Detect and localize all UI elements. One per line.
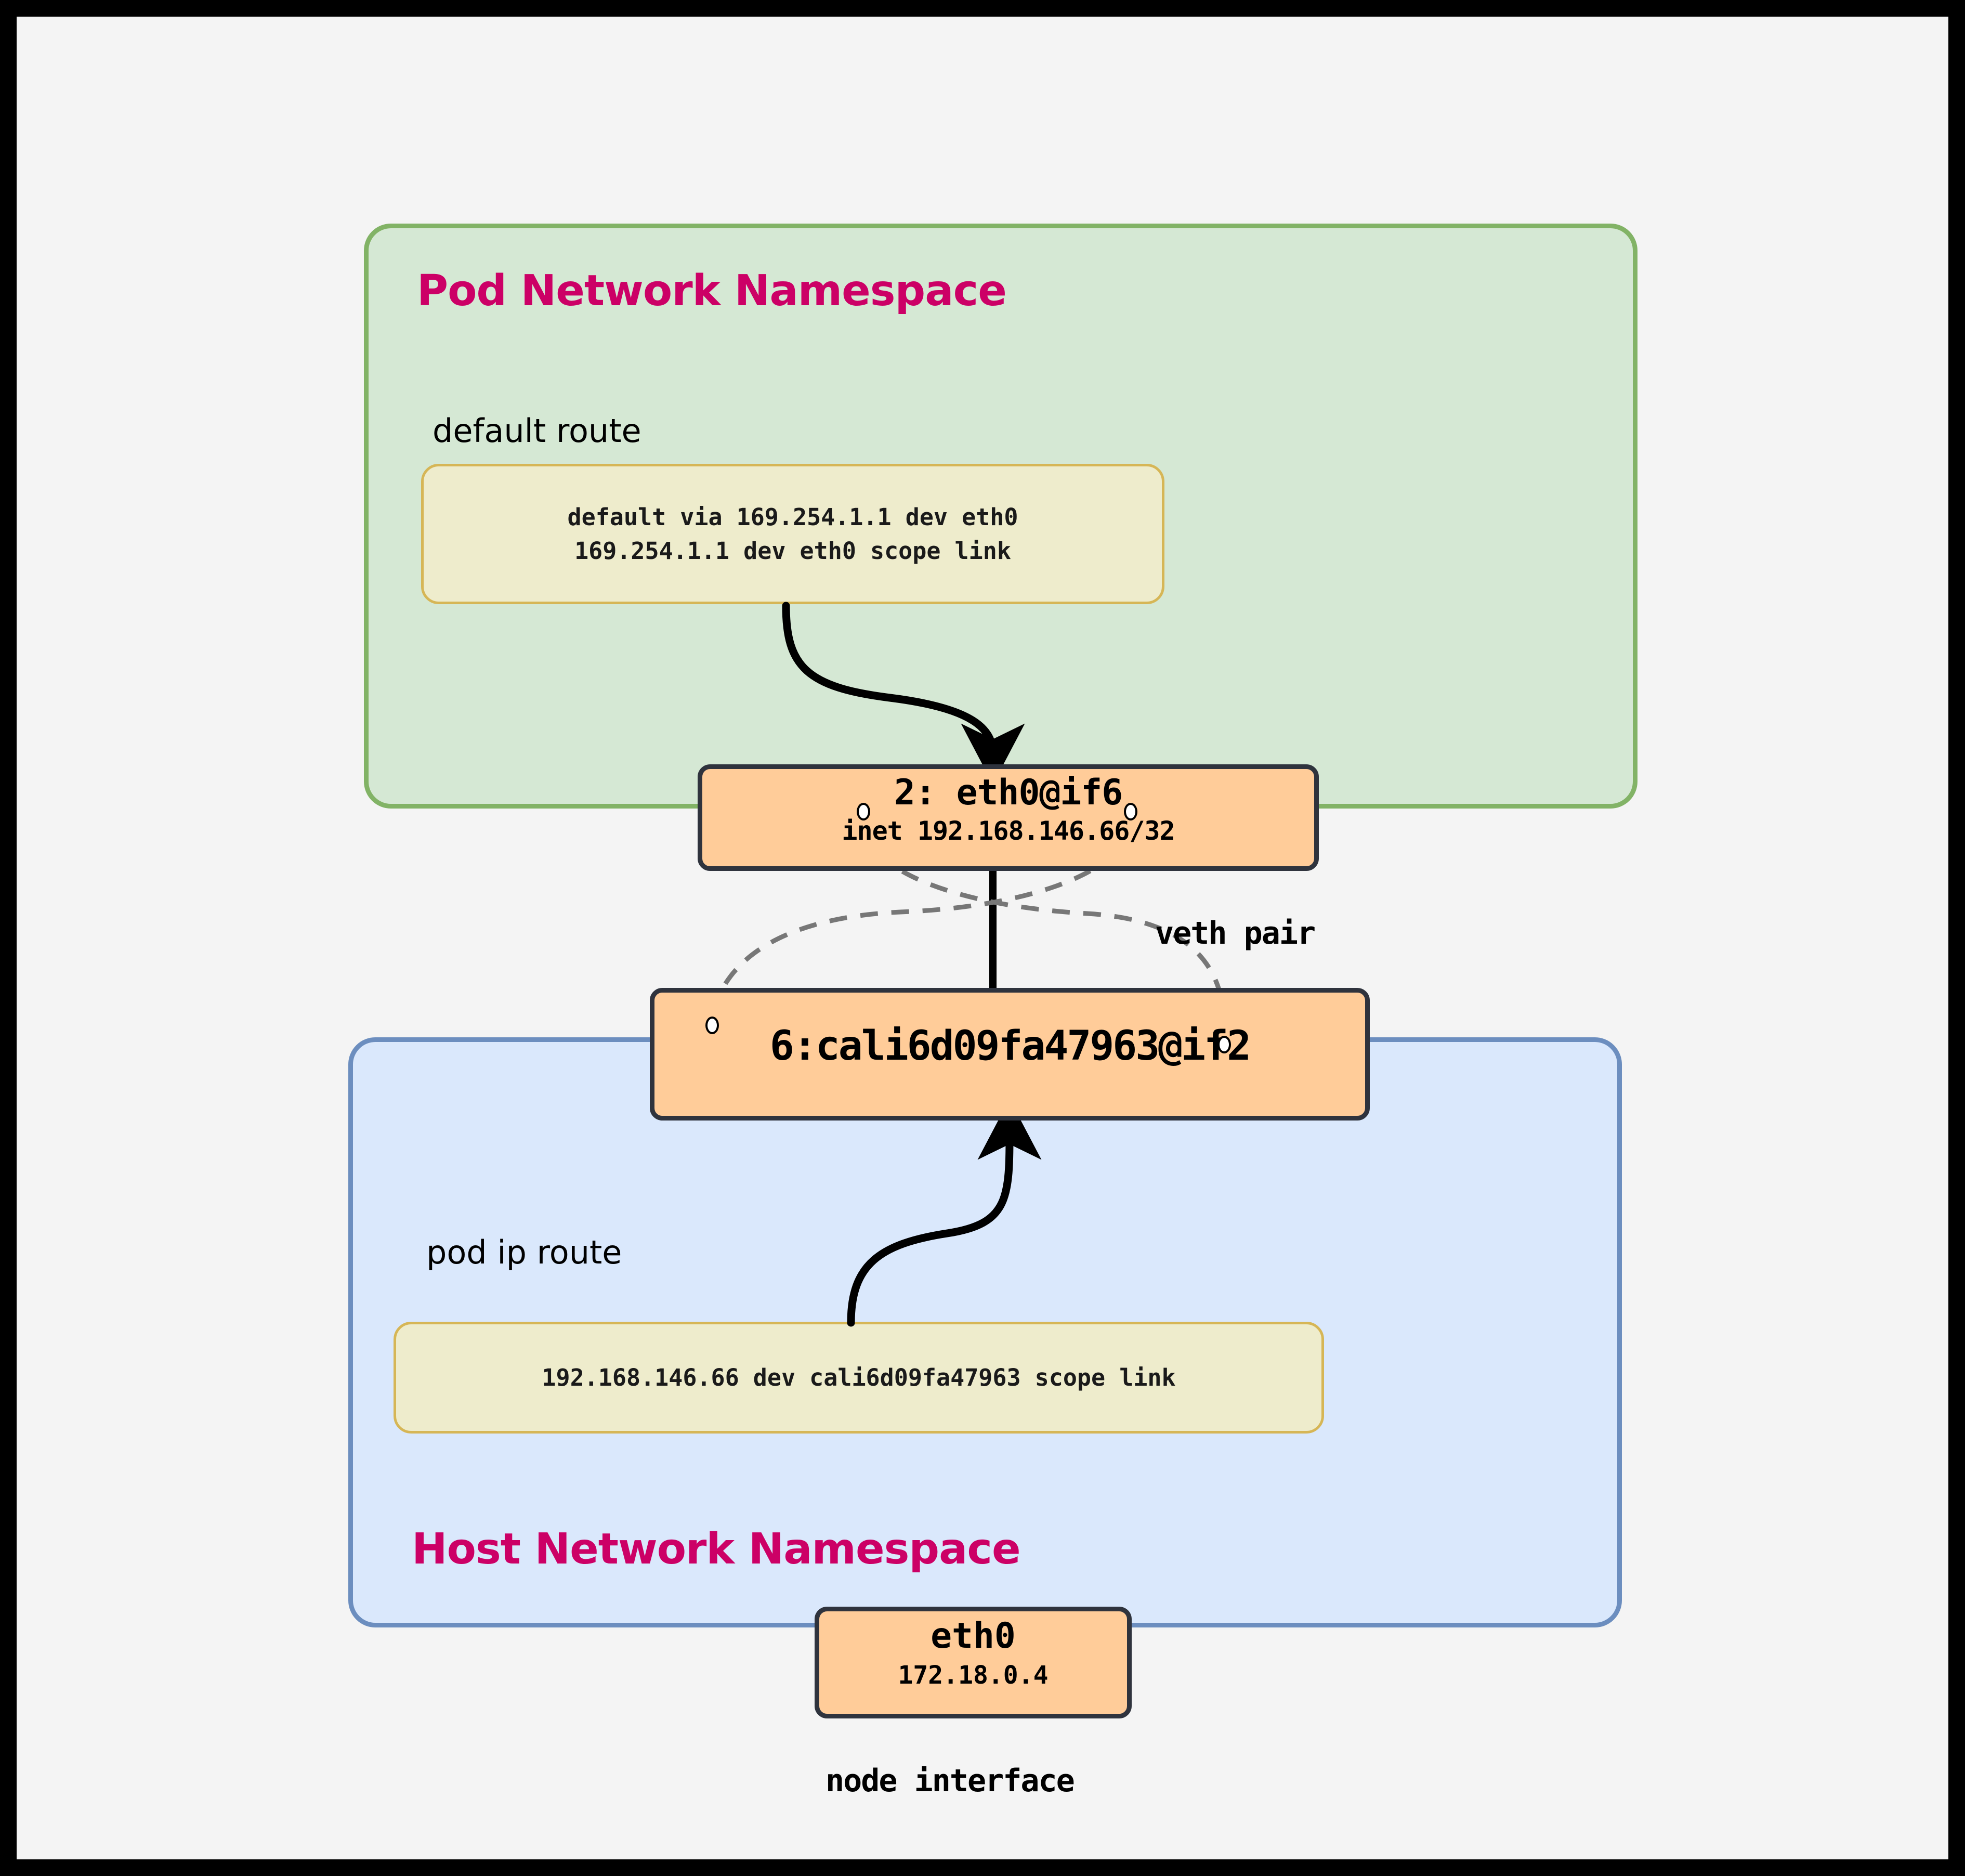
node-eth0-ip: 172.18.0.4 (898, 1661, 1049, 1690)
default-route-line-2: 169.254.1.1 dev eth0 scope link (574, 537, 1011, 565)
node-eth0-interface-node: eth0 172.18.0.4 (815, 1607, 1132, 1718)
pod-ip-route-line-1: 192.168.146.66 dev cali6d09fa47963 scope… (542, 1364, 1176, 1391)
veth-endpoint-host-right (1217, 1036, 1231, 1053)
veth-pair-label: veth pair (1155, 915, 1316, 952)
pod-ip-route-label: pod ip route (426, 1233, 622, 1271)
diagram-canvas: Pod Network Namespace Host Network Names… (17, 17, 1948, 1859)
host-network-namespace-title: Host Network Namespace (412, 1525, 1021, 1574)
node-interface-caption: node interface (826, 1763, 1075, 1799)
pod-ip-route-box: 192.168.146.66 dev cali6d09fa47963 scope… (394, 1322, 1324, 1434)
pod-eth0-inet: inet 192.168.146.66/32 (842, 816, 1175, 846)
node-eth0-name: eth0 (931, 1616, 1016, 1657)
host-cali-interface-node: 6:cali6d09fa47963@if2 (650, 988, 1370, 1121)
veth-endpoint-pod-left (857, 803, 870, 820)
pod-eth0-interface-node: 2: eth0@if6 inet 192.168.146.66/32 (698, 764, 1319, 871)
host-cali-name: 6:cali6d09fa47963@if2 (769, 1023, 1251, 1070)
default-route-label: default route (433, 412, 641, 450)
veth-endpoint-pod-right (1124, 803, 1137, 820)
veth-endpoint-host-left (705, 1017, 719, 1034)
default-route-line-1: default via 169.254.1.1 dev eth0 (567, 503, 1018, 531)
pod-network-namespace-title: Pod Network Namespace (417, 266, 1007, 316)
pod-eth0-name: 2: eth0@if6 (894, 772, 1123, 813)
default-route-box: default via 169.254.1.1 dev eth0 169.254… (421, 464, 1164, 604)
